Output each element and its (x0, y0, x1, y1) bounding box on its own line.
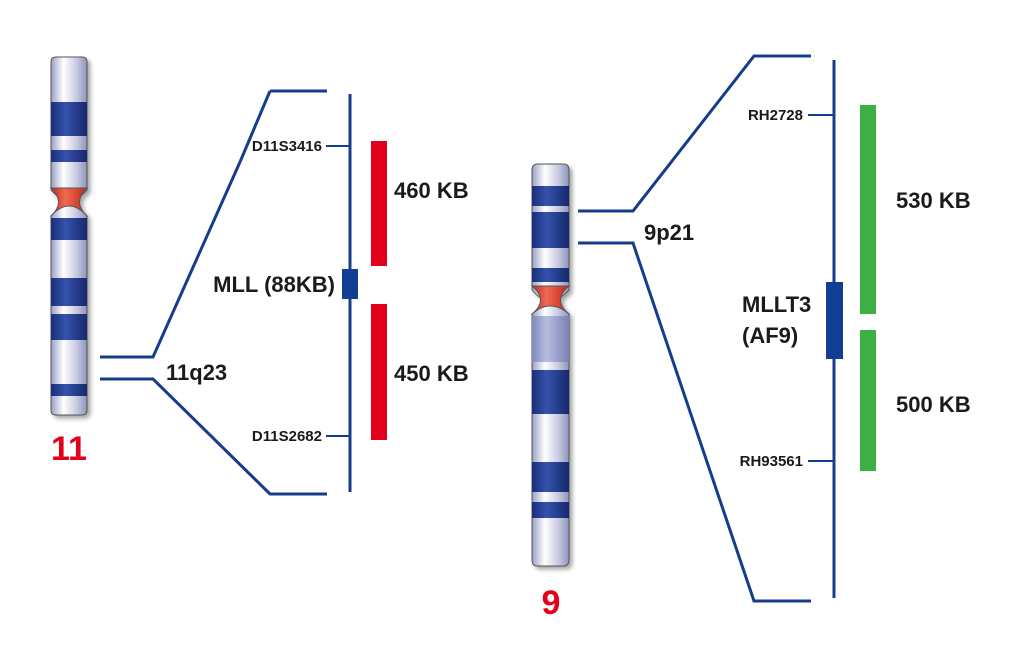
chromosome-11 (49, 56, 89, 416)
chromosome-11-band (51, 384, 87, 396)
mllt3-gene-label-line2: (AF9) (742, 323, 798, 348)
chromosome-9-band (532, 502, 569, 518)
chromosome-11-band (51, 218, 87, 240)
chromosome-9-band (532, 212, 569, 248)
chromosome-9-number: 9 (542, 584, 561, 622)
mllt3-gene-label-line1: MLLT3 (742, 292, 811, 317)
probe-segment-450kb (371, 304, 387, 440)
probe-segment-500kb (860, 330, 876, 471)
chromosome-11-band (51, 278, 87, 306)
marker-rh93561-label: RH93561 (740, 453, 803, 470)
chromosome-11-number: 11 (51, 430, 87, 468)
probe-segment-460kb (371, 141, 387, 266)
chromosome-9-zoom-lines (578, 54, 811, 603)
chromosome-11-q-arm (50, 205, 88, 416)
probe-segment-500kb-label: 500 KB (896, 392, 971, 417)
chromosome-11-zoom-top-line (238, 90, 272, 163)
mll-gene-label: MLL (88KB) (213, 272, 335, 297)
chromosome-9 (530, 163, 571, 567)
chromosome-11-band (51, 314, 87, 340)
probe-segment-530kb (860, 105, 876, 314)
mll-gene-block (342, 269, 358, 299)
chromosome-11-band-label: 11q23 (166, 360, 227, 385)
marker-d11s3416-label: D11S3416 (252, 138, 322, 155)
chromosome-9-band (532, 462, 569, 492)
probe-segment-530kb-label: 530 KB (896, 188, 971, 213)
marker-d11s2682-label: D11S2682 (252, 428, 322, 445)
probe-segment-450kb-label: 450 KB (394, 361, 469, 386)
chromosome-11-band (51, 150, 87, 162)
chromosome-11-zoom-lines (100, 89, 327, 496)
chromosome-9-heterochromatin (532, 316, 569, 362)
mllt3-gene-block (826, 282, 843, 359)
chromosome-9-band (532, 186, 569, 206)
probe-segment-460kb-label: 460 KB (394, 178, 469, 203)
chromosome-9-band (532, 370, 569, 414)
marker-rh2728-label: RH2728 (748, 107, 803, 124)
chromosome-9-band-label: 9p21 (644, 220, 694, 245)
chromosome-9-band (532, 268, 569, 282)
chromosome-11-band (51, 102, 87, 136)
